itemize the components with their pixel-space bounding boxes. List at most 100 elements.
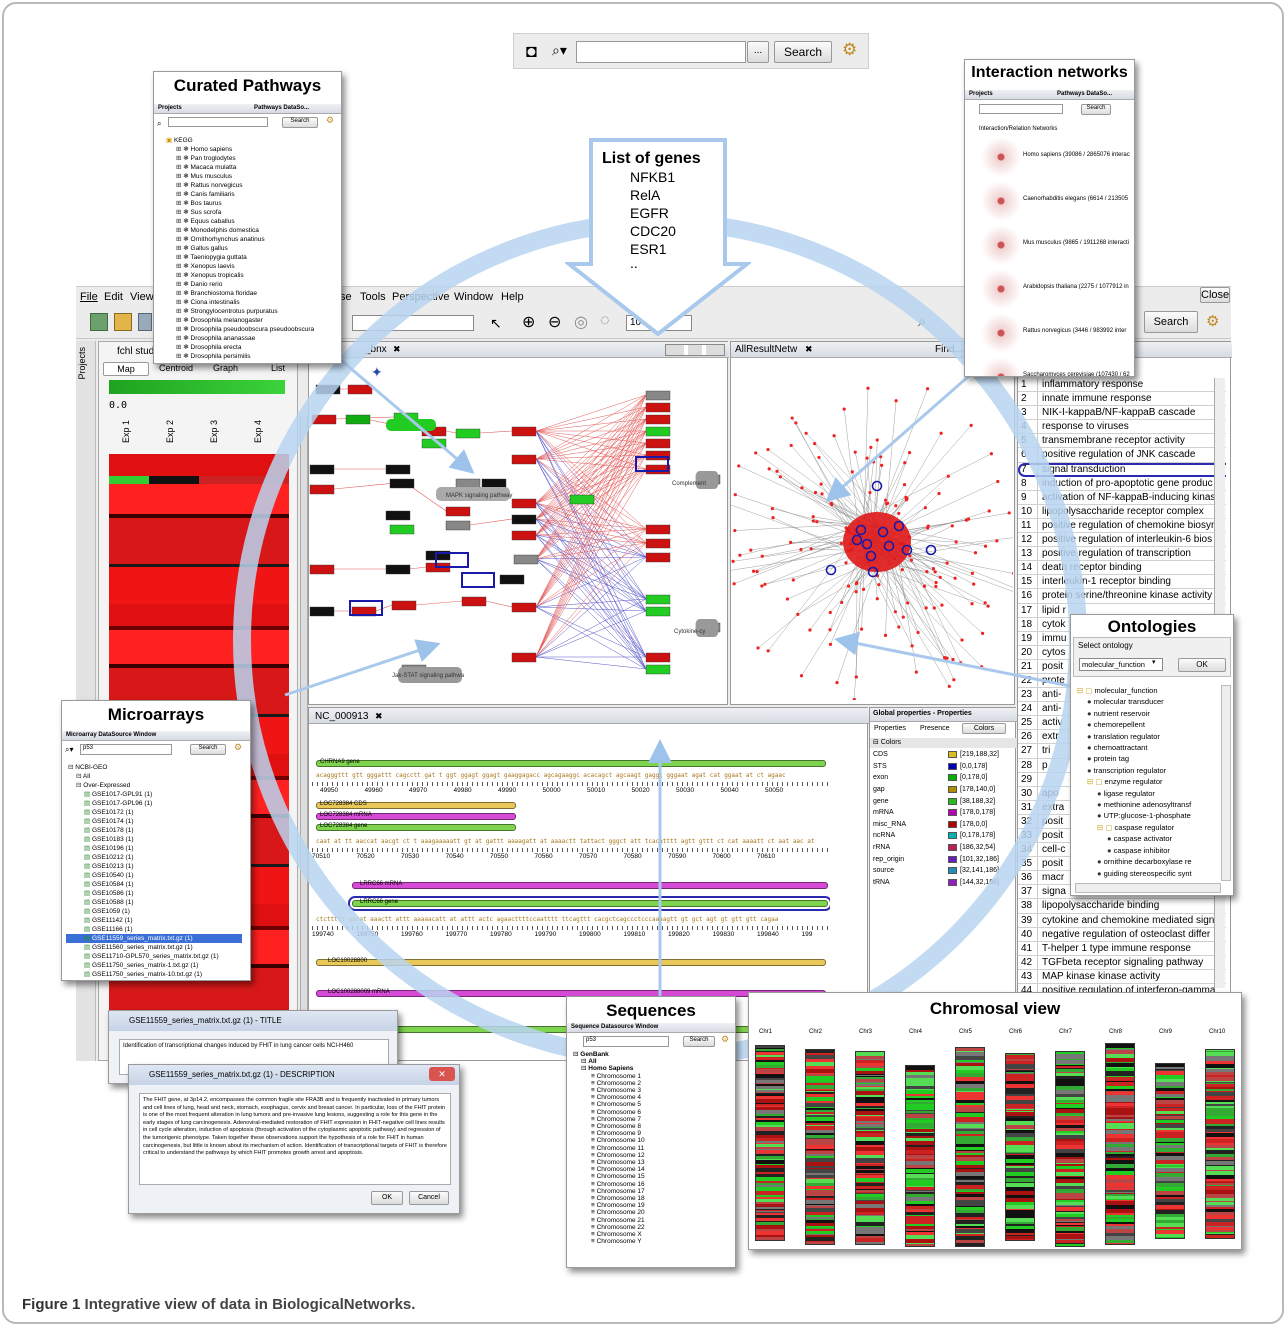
network-node[interactable] — [950, 524, 954, 528]
network-node[interactable] — [951, 657, 955, 662]
tree-item[interactable]: ⊞ ❃ Canis familiaris — [158, 190, 336, 199]
network-node[interactable] — [954, 540, 958, 544]
highlighted-network-node[interactable] — [867, 566, 879, 578]
new-icon[interactable] — [90, 313, 108, 331]
highlighted-network-node[interactable] — [877, 526, 889, 538]
pathway-node[interactable] — [461, 596, 487, 607]
network-item[interactable]: Rattus norvegicus (3446 / 983992 inter — [971, 312, 1134, 354]
tree-item[interactable]: ⊞ ❃ Sus scrofa — [158, 208, 336, 217]
network-node[interactable] — [924, 606, 928, 610]
network-node[interactable] — [960, 638, 964, 642]
network-node[interactable] — [875, 597, 879, 601]
sequence-item[interactable]: ⊟ All — [571, 1058, 731, 1065]
pathway-node[interactable] — [347, 384, 373, 395]
network-node[interactable] — [791, 578, 795, 582]
network-node[interactable] — [865, 456, 869, 460]
network-node[interactable] — [853, 450, 857, 454]
network-node[interactable] — [966, 517, 971, 521]
property-color-swatch[interactable] — [948, 762, 957, 770]
microarray-item[interactable]: ▤ GSE1017-GPL91 (1) — [66, 790, 242, 799]
sequence-item[interactable]: ≡ Chromosome Y — [571, 1238, 731, 1245]
network-node[interactable] — [909, 558, 914, 562]
network-node[interactable] — [981, 631, 985, 635]
network-node[interactable] — [755, 570, 759, 574]
network-node[interactable] — [749, 548, 753, 552]
network-node[interactable] — [799, 674, 804, 678]
pathway-node[interactable] — [511, 652, 537, 663]
tree-item[interactable]: ⊞ ❃ Mus musculus — [158, 172, 336, 181]
network-node[interactable] — [973, 551, 978, 555]
desc-cancel-button[interactable]: Cancel — [409, 1191, 449, 1205]
network-node[interactable] — [737, 464, 741, 468]
network-node[interactable] — [731, 559, 735, 563]
ontology-tree-item[interactable]: ● caspase activator — [1075, 833, 1219, 844]
pathway-node[interactable] — [455, 428, 481, 439]
zoom-in-icon[interactable]: ⊕ — [522, 314, 536, 331]
microarray-item[interactable]: ▤ GSE10588 (1) — [66, 898, 242, 907]
sequence-item[interactable]: ≡ Chromosome 16 — [571, 1181, 731, 1188]
microarray-item[interactable]: ▤ GSE10213 (1) — [66, 862, 242, 871]
chromosome-bar[interactable] — [1005, 1053, 1035, 1241]
network-node[interactable] — [767, 467, 771, 471]
microarray-item[interactable]: ▤ GSE10174 (1) — [66, 817, 242, 826]
tree-item[interactable]: ⊞ ❃ Drosophila pseudoobscura pseudoobscu… — [158, 325, 336, 334]
property-color-swatch[interactable] — [948, 855, 957, 863]
ontology-hscrollbar[interactable] — [1075, 883, 1221, 893]
network-node[interactable] — [763, 582, 767, 586]
network-node[interactable] — [835, 680, 839, 685]
property-color-swatch[interactable] — [948, 774, 957, 782]
network-node[interactable] — [789, 443, 793, 448]
network-node[interactable] — [902, 483, 907, 487]
tree-item[interactable]: ⊞ ❃ Ciona intestinalis — [158, 298, 336, 307]
microarray-item[interactable]: ▤ GSE10172 (1) — [66, 808, 242, 817]
track-loc728384-gene[interactable] — [316, 824, 516, 831]
chromosome-bar[interactable] — [1105, 1043, 1135, 1245]
network-node[interactable] — [925, 569, 929, 574]
microarray-search-button[interactable]: Search — [190, 744, 226, 755]
pathway-node[interactable] — [569, 494, 595, 505]
top-settings-icon[interactable]: ⚙ — [842, 40, 858, 59]
pathway-node[interactable] — [391, 600, 417, 611]
network-item[interactable]: Homo sapiens (39086 / 2865076 interac — [971, 136, 1134, 178]
property-row[interactable]: gap[178,140,0] — [870, 784, 1017, 796]
pathway-node[interactable] — [645, 552, 671, 563]
network-node[interactable] — [766, 649, 770, 653]
track-chrna9-gene[interactable] — [316, 760, 826, 767]
network-node[interactable] — [868, 490, 872, 495]
network-node[interactable] — [987, 509, 991, 513]
network-node[interactable] — [945, 656, 949, 660]
network-node[interactable] — [923, 506, 927, 510]
network-node[interactable] — [828, 628, 832, 632]
network-node[interactable] — [942, 656, 947, 660]
property-row[interactable]: CDS[219,188,32] — [870, 749, 1017, 761]
curated-search-input[interactable] — [168, 117, 268, 127]
network-node[interactable] — [947, 684, 951, 688]
network-node[interactable] — [908, 554, 912, 558]
ontology-tree-item[interactable]: ● chemorepellent — [1075, 719, 1219, 730]
tab-graph[interactable]: Graph — [213, 363, 239, 373]
ontology-tree-item[interactable]: ● nutrient reservoir — [1075, 708, 1219, 719]
props-tab-properties[interactable]: Properties — [874, 725, 906, 732]
pathway-node[interactable] — [511, 498, 537, 509]
tree-item[interactable]: ⊞ ❃ Drosophila melanogaster — [158, 316, 336, 325]
ontology-tree-item[interactable]: ● caspase inhibitor — [1075, 845, 1219, 856]
network-node[interactable] — [897, 625, 901, 629]
tree-item[interactable]: ⊞ ❃ Monodelphis domestica — [158, 226, 336, 235]
pathway-node[interactable] — [389, 478, 415, 489]
network-node[interactable] — [770, 506, 774, 511]
property-color-swatch[interactable] — [948, 809, 957, 817]
ontology-tree-item[interactable]: ● chemoattractant — [1075, 742, 1219, 753]
network-node[interactable] — [771, 516, 775, 520]
property-color-swatch[interactable] — [948, 820, 957, 828]
pointer-icon[interactable]: ↖ — [490, 315, 502, 331]
tree-root[interactable]: ▣ KEGG — [158, 136, 336, 145]
network-node[interactable] — [811, 519, 815, 523]
highlighted-network-node[interactable] — [883, 540, 895, 552]
network-node[interactable] — [970, 602, 974, 606]
